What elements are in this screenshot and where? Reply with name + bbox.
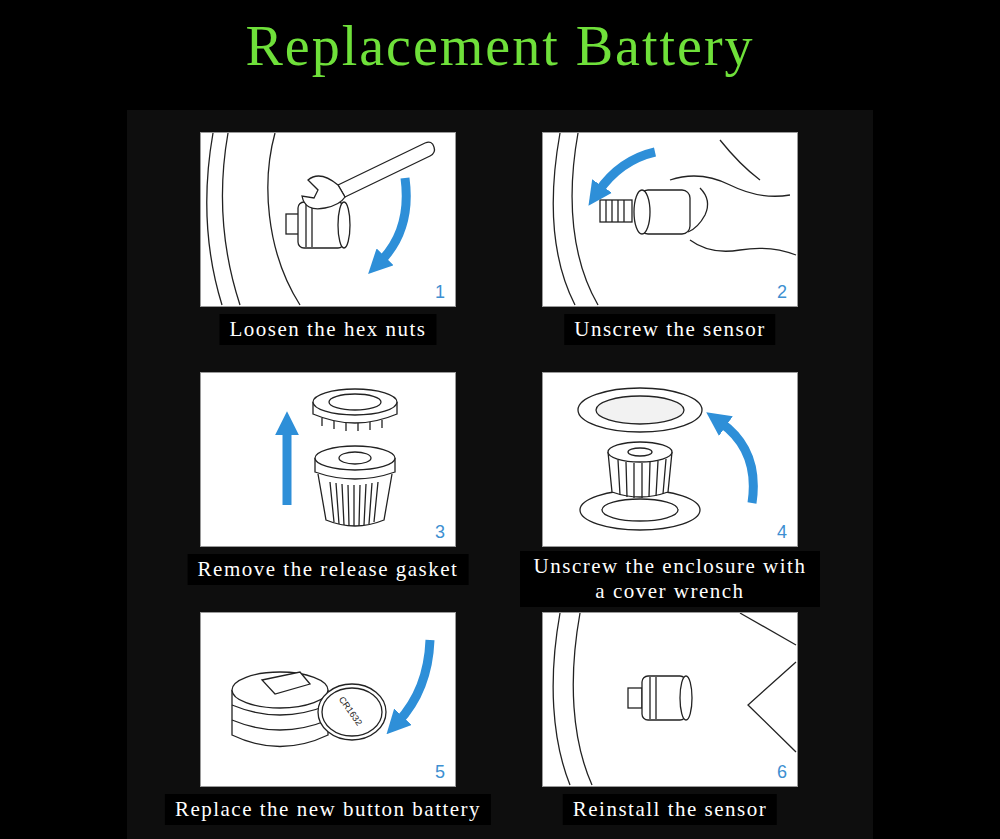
panel-6-art-part [573, 613, 592, 785]
step-caption: Remove the release gasket [188, 554, 469, 585]
panel-2-art-part [720, 140, 760, 180]
panel-5-art-part [232, 672, 328, 708]
panel-1-art-part [200, 132, 456, 307]
panel-5-art-part [262, 672, 310, 694]
panel-1-art-part [268, 133, 300, 305]
panel-1-art [200, 132, 456, 307]
panel-4-art-part [628, 448, 652, 456]
step-number: 4 [777, 522, 787, 543]
panel-1-art-part [207, 133, 222, 305]
panel-2-art-part [572, 133, 598, 305]
panel-2-art [542, 132, 798, 307]
step-caption: Unscrew the sensor [564, 314, 775, 345]
panel-3-art-part [313, 389, 397, 415]
panel-4-art [542, 372, 798, 547]
panel-2-art-part [600, 200, 632, 222]
panel-4-art-part [602, 499, 678, 521]
panel-5-art-part [232, 705, 328, 730]
panel-3-art-part [322, 418, 382, 431]
backdrop-panel [127, 110, 873, 839]
panel-1-art-part [302, 176, 345, 209]
panel-3-art-part [329, 394, 381, 410]
panel-2-art-part [542, 132, 798, 307]
panel-6-art-part [748, 662, 796, 752]
panel-2-art-part [670, 176, 790, 196]
panel-6-art-part [553, 613, 570, 785]
step-panel: 4Unscrew the enclosure with a cover wren… [542, 372, 798, 547]
panel-3-art-part [315, 446, 395, 470]
step-caption: Reinstall the sensor [563, 794, 777, 825]
panel-2-art-part [690, 240, 796, 255]
step-number: 2 [777, 282, 787, 303]
page-title: Replacement Battery [0, 14, 1000, 78]
panel-5-art-part [322, 688, 382, 736]
panel-2-art-part [634, 190, 650, 234]
panel-2-art-part [598, 152, 655, 192]
step-number: 6 [777, 762, 787, 783]
panel-2-art-part [606, 200, 624, 222]
step-caption: Loosen the hex nuts [219, 314, 436, 345]
panel-1-art-part [338, 202, 350, 248]
panel-4-art-part [596, 396, 684, 424]
panel-6-art-part [650, 677, 656, 719]
panel-1-art-part [306, 203, 312, 247]
panel-3-art [200, 372, 456, 547]
panel-1-art-part [380, 178, 406, 262]
panel-4-art-part [542, 372, 798, 547]
panel-6-art-part [542, 612, 798, 787]
panel-3-art-part [318, 474, 392, 526]
panel-6-art-part [740, 613, 796, 645]
step-panel: 1Loosen the hex nuts [200, 132, 456, 307]
step-panel: 5Replace the new button battery [200, 612, 456, 787]
step-number: 3 [435, 522, 445, 543]
panel-1-art-part [223, 133, 240, 305]
panel-6-art [542, 612, 798, 787]
step-number: 5 [435, 762, 445, 783]
step-caption: Unscrew the enclosure with a cover wrenc… [520, 551, 820, 607]
panel-4-art-part [720, 422, 753, 503]
step-panel: 3Remove the release gasket [200, 372, 456, 547]
panel-4-art-part [618, 459, 666, 498]
panel-4-art-part [608, 442, 672, 462]
step-panel: 6Reinstall the sensor [542, 612, 798, 787]
panel-4-art-part [578, 388, 702, 432]
panel-3-art-part [339, 452, 371, 464]
step-number: 1 [435, 282, 445, 303]
panel-6-art-part [628, 688, 642, 708]
panel-5-art-part [318, 684, 386, 740]
panel-2-art-part [553, 133, 575, 305]
panel-6-art-part [680, 676, 692, 720]
step-caption: Replace the new button battery [165, 794, 491, 825]
panel-3-art-part [330, 482, 378, 526]
panel-5-art [200, 612, 456, 787]
panel-3-art-part [200, 372, 456, 547]
panel-5-art-part [398, 640, 430, 722]
panel-1-art-part [338, 142, 435, 197]
panel-3-art-part [283, 428, 292, 505]
step-panel: 2Unscrew the sensor [542, 132, 798, 307]
panel-2-art-part [688, 188, 708, 232]
panel-5-art-part [200, 612, 456, 787]
